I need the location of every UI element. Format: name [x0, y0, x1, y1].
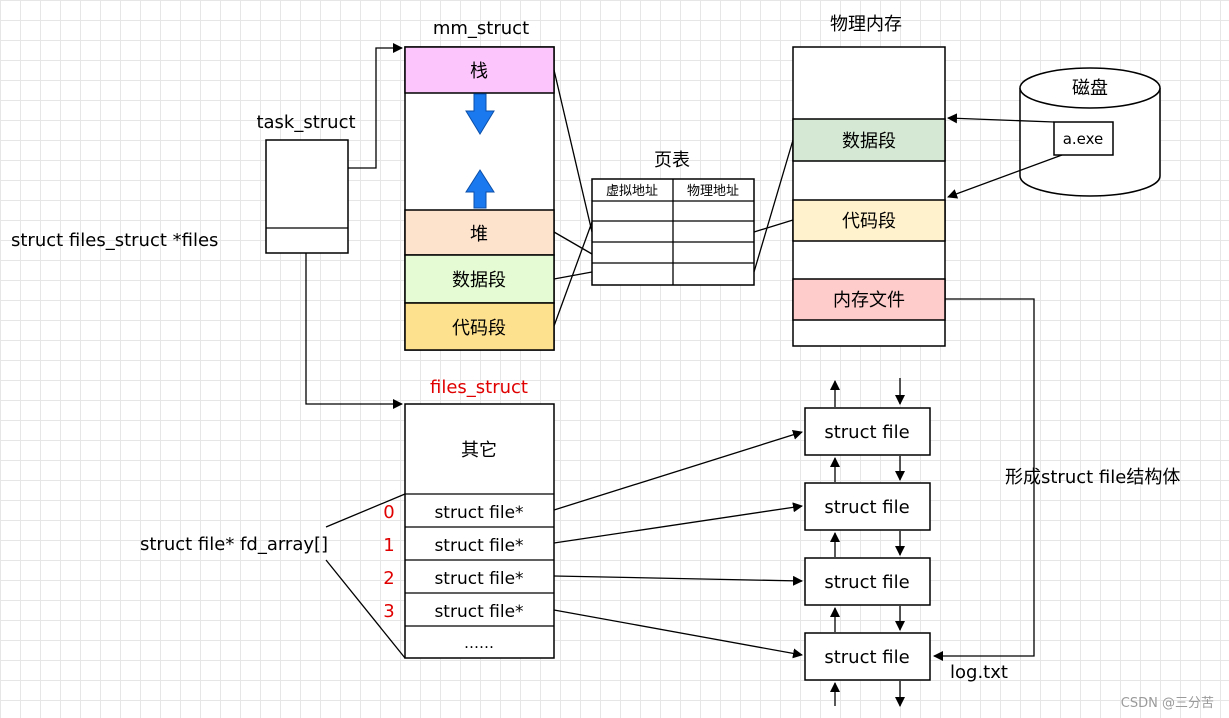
fd-index-1: 1	[383, 535, 394, 556]
struct-file-label-0: struct file	[824, 422, 909, 443]
struct-file-label-1: struct file	[824, 497, 909, 518]
mm-heap-label: 堆	[470, 224, 488, 245]
task-struct-title: task_struct	[256, 112, 355, 133]
page-table-virtual-header: 虚拟地址	[606, 184, 658, 199]
phys-data-label: 数据段	[842, 131, 896, 152]
struct-file-box-0	[804, 407, 931, 456]
mm-code-segment	[404, 302, 555, 351]
page-table-title: 页表	[654, 150, 690, 171]
arrow-fd0-to-file	[553, 429, 803, 511]
disk-file-label: a.exe	[1063, 130, 1104, 148]
mm-stack-label: 栈	[470, 61, 488, 82]
files-struct-box	[404, 403, 555, 659]
fd-row-label-3: struct file*	[434, 602, 523, 622]
phys-memfile-label: 内存文件	[833, 290, 905, 311]
link-table-to-phys-data	[753, 139, 794, 273]
stack-grow-down-arrow-icon	[465, 93, 495, 135]
arrow-fd1-to-file	[553, 502, 803, 544]
arrow-task-to-mm	[348, 43, 403, 169]
fd-array-label: struct file* fd_array[]	[140, 534, 328, 555]
link-stack-to-table	[553, 69, 593, 233]
arrow-files-to-files-struct	[305, 253, 403, 409]
fd-row-label-1: struct file*	[434, 536, 523, 556]
page-table-physical-header: 物理地址	[687, 184, 739, 199]
mm-data-label: 数据段	[452, 270, 506, 291]
arrow-disk-to-phys-data	[947, 113, 1055, 124]
mm-code-label: 代码段	[452, 318, 506, 339]
fd-row-label-2: struct file*	[434, 569, 523, 589]
fd-row-more: ……	[464, 634, 494, 652]
log-file-label: log.txt	[950, 662, 1008, 683]
arrow-disk-to-phys-code	[947, 154, 1063, 199]
fd-array-brace-top	[325, 493, 406, 528]
disk-title: 磁盘	[1072, 78, 1108, 99]
phys-code-label: 代码段	[842, 211, 896, 232]
phys-code-segment	[792, 199, 946, 242]
fd-index-2: 2	[383, 568, 394, 589]
link-heap-to-table	[553, 231, 593, 255]
arrow-fd2-to-file	[553, 575, 803, 586]
files-pointer-label: struct files_struct *files	[11, 230, 218, 251]
disk-file-box	[1053, 121, 1114, 156]
watermark: CSDN @三分苦	[1121, 695, 1214, 711]
arrow-fd3-to-file	[553, 609, 803, 659]
fd-index-0: 0	[383, 502, 394, 523]
struct-file-box-2	[804, 557, 931, 606]
task-struct-box	[265, 139, 349, 254]
link-code-to-table	[553, 221, 593, 327]
physical-memory-title: 物理内存	[830, 14, 902, 35]
link-table-to-phys-code	[753, 219, 794, 233]
fd-index-3: 3	[383, 601, 394, 622]
phys-data-segment	[792, 118, 946, 162]
files-struct-other-label: 其它	[461, 440, 497, 461]
struct-file-box-1	[804, 482, 931, 531]
struct-file-label-3: struct file	[824, 647, 909, 668]
fd-row-label-0: struct file*	[434, 503, 523, 523]
mm-stack-segment	[404, 46, 555, 94]
files-struct-title: files_struct	[430, 377, 528, 398]
struct-file-label-2: struct file	[824, 572, 909, 593]
mm-struct-title: mm_struct	[433, 18, 529, 39]
fd-array-brace-bottom	[325, 559, 406, 659]
form-struct-file-label: 形成struct file结构体	[1005, 467, 1180, 488]
heap-grow-up-arrow-icon	[465, 169, 495, 209]
arrow-memfile-to-struct-file	[933, 298, 1035, 661]
struct-file-box-3	[804, 632, 931, 681]
